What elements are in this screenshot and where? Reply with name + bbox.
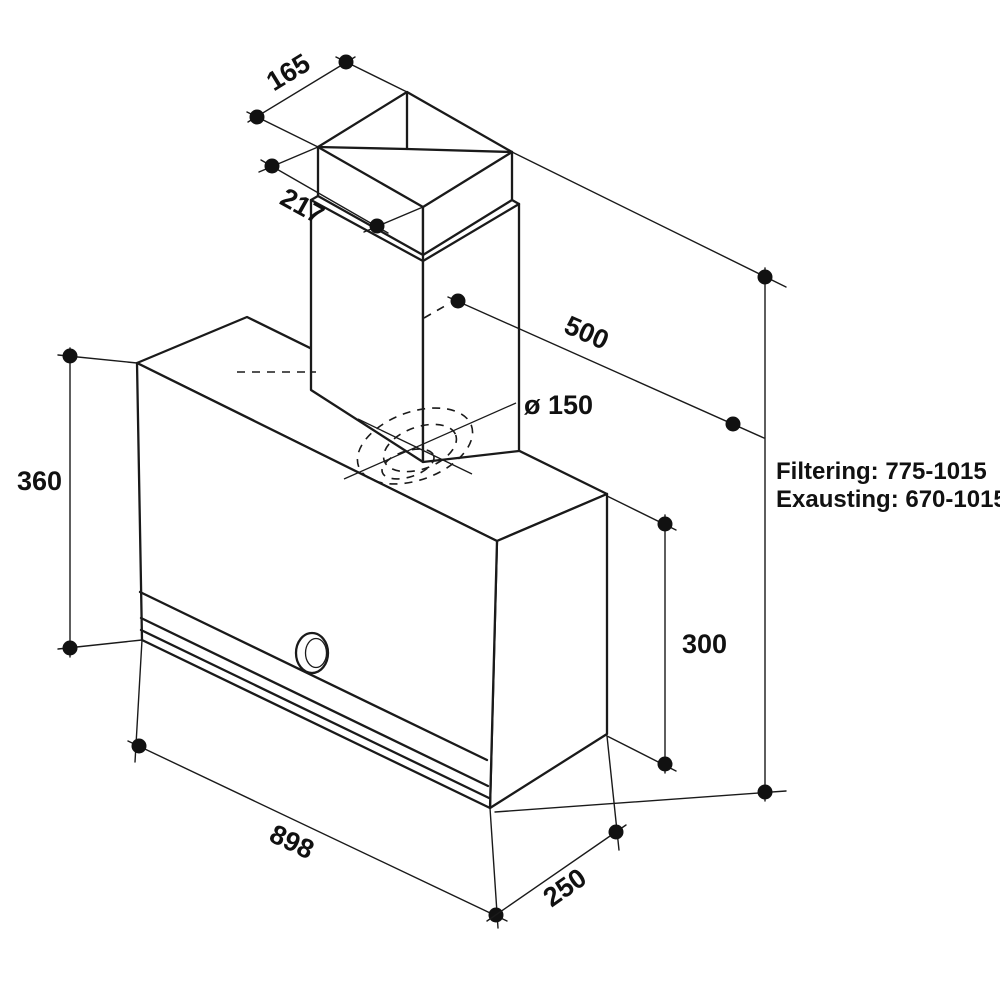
dim-217-line: [260, 159, 389, 234]
dimension-dot: [608, 824, 624, 840]
dim-360-label: 360: [17, 466, 62, 496]
chimney-inner-bottom-edges: [316, 145, 514, 154]
dimension-dot: [62, 640, 78, 656]
dimension-dot: [338, 54, 354, 70]
exhausting-range-label: Exausting: 670-1015: [776, 486, 1000, 513]
dim-898-line: [127, 740, 508, 922]
dim-165-line: [247, 56, 356, 123]
duct-diameter-label: ø 150: [524, 390, 593, 420]
dimension-dot: [757, 269, 773, 285]
dimension-dot: [450, 293, 466, 309]
control-knob: [294, 631, 330, 675]
dimension-dot: [657, 516, 673, 532]
dimension-dot: [249, 109, 265, 125]
dim-898-label: 898: [265, 819, 319, 865]
dimension-dot: [725, 416, 741, 432]
duct-hole-dashed-circle-outer: [356, 407, 474, 485]
chimney-flange: [309, 194, 521, 263]
dimension-dot: [62, 348, 78, 364]
control-knob-inner-ring: [304, 637, 328, 669]
dim-500-dashed-leader: [423, 302, 451, 319]
chimney-lower-right-face: [421, 202, 521, 464]
chimney-top-opening: [316, 90, 514, 154]
glass-trim-lines: [138, 590, 491, 800]
dim-300-label: 300: [682, 629, 727, 659]
dimension-dot: [657, 756, 673, 772]
filtering-range-label: Filtering: 775-1015: [776, 458, 987, 485]
dimension-dot: [369, 218, 385, 234]
duct-centerline-a: [343, 402, 517, 480]
dim-250-label: 250: [538, 862, 592, 912]
dimension-dot: [264, 158, 280, 174]
dim-500-line: [447, 296, 765, 439]
hood-side-face: [488, 492, 609, 810]
duct-centerline-b: [357, 418, 473, 475]
dim-165-label: 165: [261, 48, 315, 97]
dim-overall-extension-lines: [494, 151, 787, 813]
dimension-dot: [757, 784, 773, 800]
dim-250-line: [486, 824, 627, 922]
dimension-dot: [131, 738, 147, 754]
dim-500-label: 500: [560, 310, 613, 356]
